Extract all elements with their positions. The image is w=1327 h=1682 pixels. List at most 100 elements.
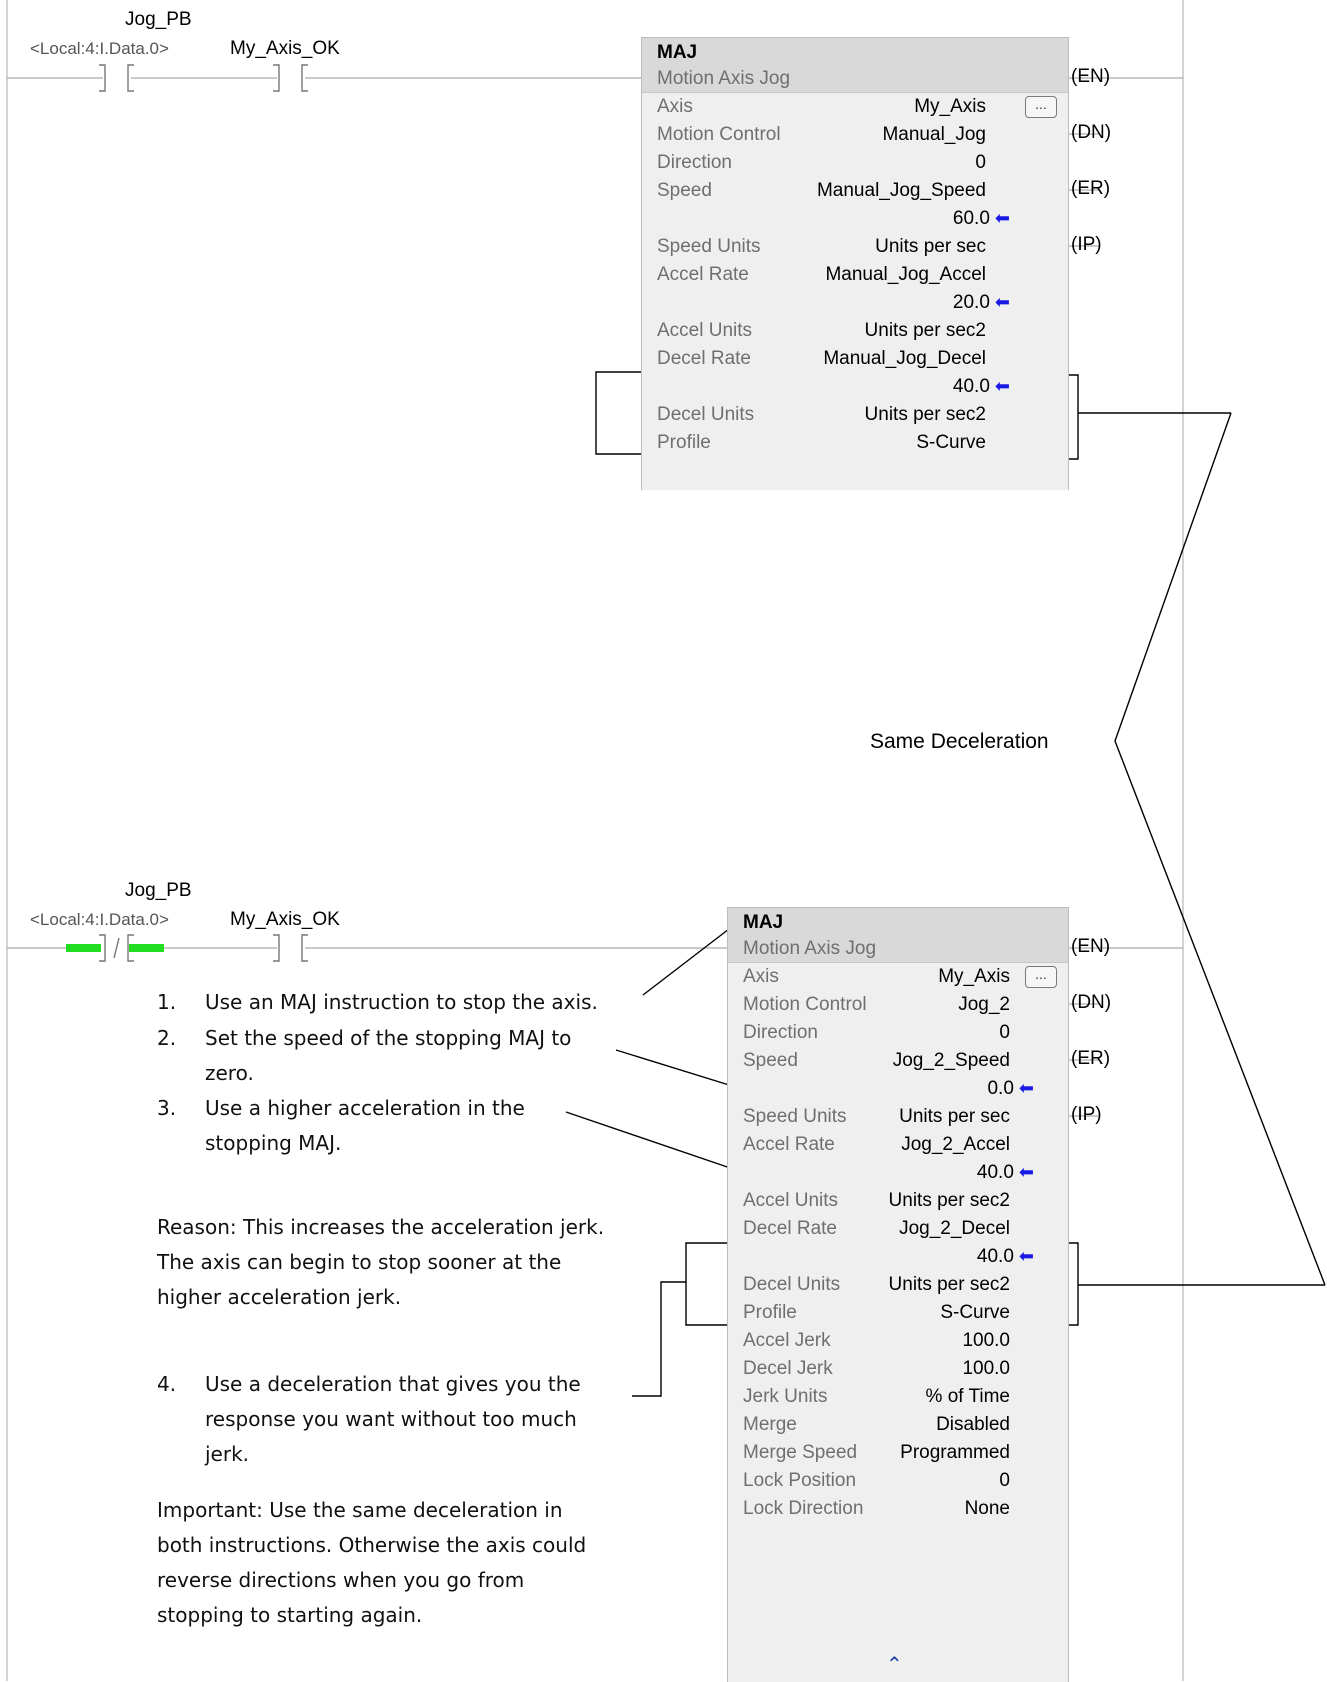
param-value-text: Manual_Jog (882, 124, 986, 145)
param-value[interactable]: Jog_2_Accel (901, 1134, 1010, 1156)
param-value[interactable]: Programmed (900, 1442, 1010, 1464)
param-value-text: 20.0 (952, 292, 990, 313)
double-chevron-up-icon[interactable]: ⌃ (886, 1654, 903, 1676)
param-value[interactable]: S-Curve (940, 1302, 1010, 1324)
param-label: Jerk Units (743, 1386, 828, 1407)
param-label: Accel Units (657, 320, 753, 341)
param-label: Speed (657, 180, 712, 201)
param-label: Decel Rate (657, 348, 751, 369)
rung2-jog-pb-tag: Jog_PB (125, 880, 192, 901)
instruction-name: Motion Axis Jog (743, 938, 877, 959)
param-value[interactable]: Units per sec2 (889, 1190, 1010, 1212)
instruction-mnemonic: MAJ (743, 912, 784, 933)
param-label: Lock Direction (743, 1498, 864, 1519)
param-label: Decel Units (743, 1274, 841, 1295)
output-bit-er: (ER) (1071, 1048, 1111, 1069)
output-bit-ip: (IP) (1071, 1104, 1102, 1125)
param-current-value: 0.0 ⬅ (987, 1078, 1034, 1100)
param-label: Profile (657, 432, 711, 453)
param-value[interactable]: Units per sec (875, 236, 986, 258)
param-label: Motion Control (743, 994, 867, 1015)
param-label: Merge Speed (743, 1442, 858, 1463)
param-current-value: 40.0 ⬅ (977, 1246, 1034, 1268)
param-label: Merge (743, 1414, 797, 1435)
param-value-text: 60.0 (952, 208, 990, 229)
live-value-arrow-icon: ⬅ (1013, 1162, 1034, 1182)
param-label: Speed Units (657, 236, 761, 257)
live-value-arrow-icon: ⬅ (989, 376, 1010, 396)
live-value-arrow-icon: ⬅ (989, 208, 1010, 228)
param-value[interactable]: 0 (975, 152, 986, 174)
param-value-text: Units per sec2 (888, 1274, 1010, 1295)
param-value[interactable]: 100.0 (962, 1330, 1010, 1352)
output-bit-ip: (IP) (1071, 234, 1102, 255)
param-label: Accel Rate (657, 264, 749, 285)
param-value-text: 0.0 (987, 1078, 1014, 1099)
rung1-my-axis-ok-tag: My_Axis_OK (230, 38, 340, 59)
param-current-value: 40.0 ⬅ (953, 376, 1010, 398)
rung1-contact-jog-pb (99, 64, 134, 92)
param-value[interactable]: % of Time (926, 1386, 1010, 1408)
note-step-4: 4. Use a deceleration that gives you the… (157, 1372, 581, 1466)
param-value[interactable]: Units per sec2 (865, 320, 986, 342)
param-value[interactable]: My_Axis (938, 966, 1010, 988)
param-value-text: S-Curve (916, 432, 986, 453)
param-value[interactable]: My_Axis (914, 96, 986, 118)
param-value[interactable]: 0 (999, 1022, 1010, 1044)
param-value[interactable]: Manual_Jog (882, 124, 986, 146)
param-value[interactable]: None (965, 1498, 1010, 1520)
param-current-value: 40.0 ⬅ (977, 1162, 1034, 1184)
instruction-header: MAJ Motion Axis Jog (642, 38, 1068, 93)
param-value-text: Jog_2 (958, 994, 1010, 1015)
rung1-contact-my-axis-ok (273, 64, 308, 92)
rung1-jog-pb-tag: Jog_PB (125, 9, 192, 30)
param-label: Lock Position (743, 1470, 857, 1491)
param-value[interactable]: Units per sec (899, 1106, 1010, 1128)
param-value[interactable]: Units per sec2 (865, 404, 986, 426)
param-value-text: % of Time (925, 1386, 1010, 1407)
param-value[interactable]: Manual_Jog_Decel (823, 348, 986, 370)
rung1-jog-pb-address: <Local:4:I.Data.0> (30, 39, 169, 58)
instruction-name: Motion Axis Jog (657, 68, 791, 89)
param-value-text: Manual_Jog_Speed (816, 180, 986, 201)
param-label: Accel Units (743, 1190, 839, 1211)
param-value-text: 0 (999, 1022, 1010, 1043)
param-value-text: S-Curve (940, 1302, 1010, 1323)
param-value-text: 40.0 (976, 1246, 1014, 1267)
param-value[interactable]: 0 (999, 1470, 1010, 1492)
output-bit-en: (EN) (1071, 66, 1111, 87)
same-deceleration-label: Same Deceleration (870, 730, 1049, 753)
param-value-text: Manual_Jog_Accel (825, 264, 986, 285)
instruction-mnemonic: MAJ (657, 42, 698, 63)
axis-browse-button[interactable]: ... (1025, 966, 1057, 988)
rung2-contact-my-axis-ok (273, 934, 308, 962)
rung2-jog-pb-address: <Local:4:I.Data.0> (30, 910, 169, 929)
param-label: Decel Rate (743, 1218, 837, 1239)
param-current-value: 20.0 ⬅ (953, 292, 1010, 314)
note-step-1: 1.Use an MAJ instruction to stop the axi… (157, 990, 598, 1014)
note-reason: Reason: This increases the acceleration … (157, 1215, 605, 1309)
param-value[interactable]: Manual_Jog_Accel (825, 264, 986, 286)
param-value-text: Disabled (936, 1414, 1010, 1435)
live-value-arrow-icon: ⬅ (1013, 1246, 1034, 1266)
param-value-text: 40.0 (976, 1162, 1014, 1183)
axis-browse-button[interactable]: ... (1025, 96, 1057, 118)
param-label: Direction (657, 152, 732, 173)
param-label: Axis (743, 966, 779, 987)
param-value-text: Manual_Jog_Decel (823, 348, 986, 369)
param-value[interactable]: Units per sec2 (889, 1274, 1010, 1296)
param-value[interactable]: Disabled (936, 1414, 1010, 1436)
param-value[interactable]: Jog_2_Speed (893, 1050, 1010, 1072)
param-value[interactable]: Jog_2 (958, 994, 1010, 1016)
param-value[interactable]: Manual_Jog_Speed (817, 180, 986, 202)
param-value-text: 0 (999, 1470, 1010, 1491)
param-current-value: 60.0 ⬅ (953, 208, 1010, 230)
param-label: Accel Jerk (743, 1330, 831, 1351)
param-value[interactable]: Jog_2_Decel (899, 1218, 1010, 1240)
param-value[interactable]: 100.0 (962, 1358, 1010, 1380)
param-value[interactable]: S-Curve (916, 432, 986, 454)
param-value-text: Jog_2_Decel (899, 1218, 1010, 1239)
rung2-wires (7, 947, 1183, 1117)
